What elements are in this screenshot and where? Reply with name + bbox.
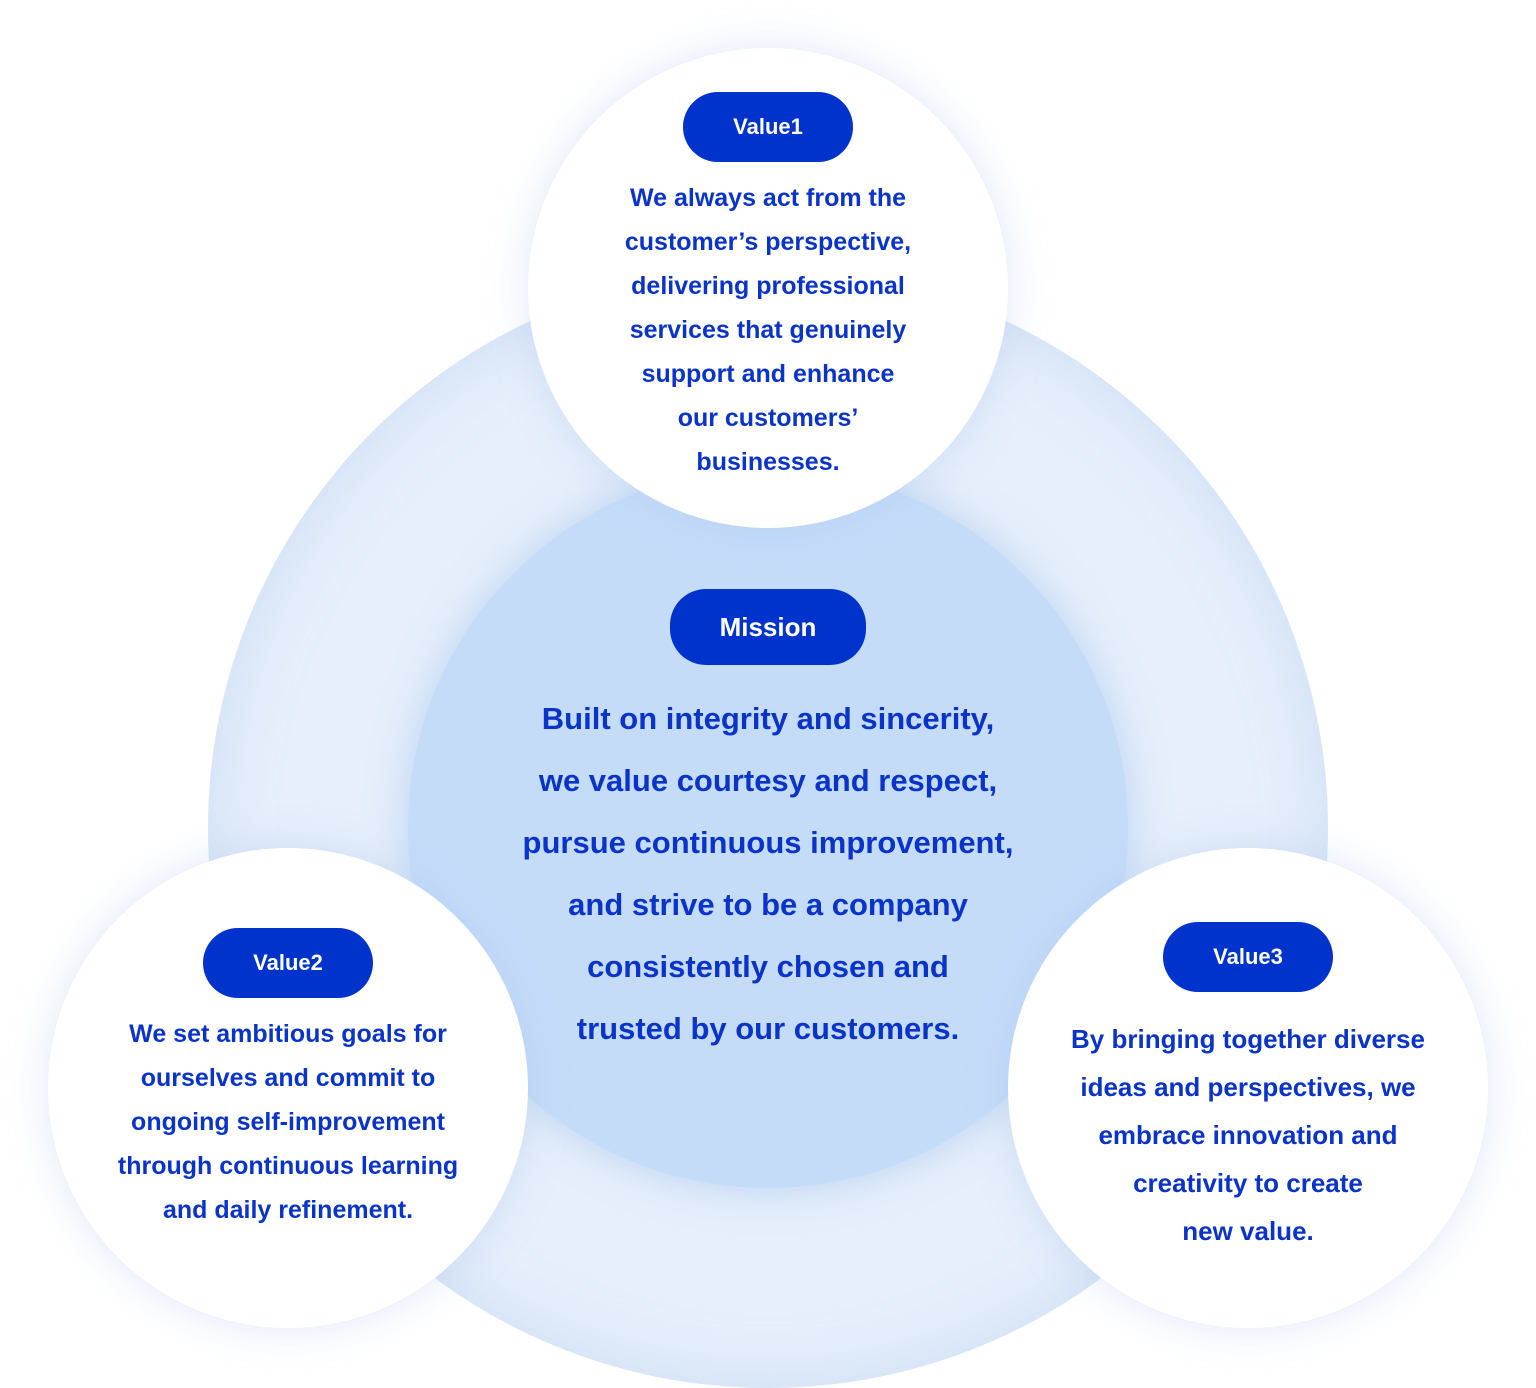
value3-text: By bringing together diverse ideas and p… — [1071, 1024, 1425, 1246]
value1-text: We always act from the customer’s perspe… — [624, 184, 912, 476]
value2-badge: Value2 — [203, 928, 373, 998]
value3-badge: Value3 — [1163, 922, 1333, 992]
mission-text: Built on integrity and sincerity, we val… — [522, 701, 1014, 1046]
value1-badge: Value1 — [683, 92, 853, 162]
value2-text: We set ambitious goals for ourselves and… — [117, 1020, 459, 1224]
mission-badge: Mission — [670, 589, 866, 665]
